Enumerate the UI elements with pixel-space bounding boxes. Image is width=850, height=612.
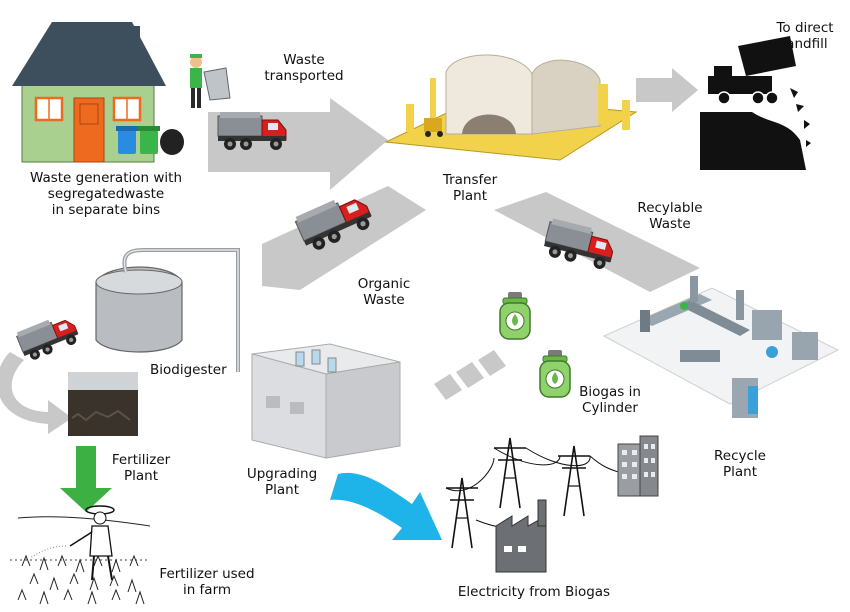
- arrow-to-landfill: [636, 68, 698, 112]
- label-recyclable-waste: Recylable Waste: [637, 200, 703, 232]
- factory-icon: [495, 499, 547, 573]
- label-recycle-plant: Recycle Plant: [714, 448, 766, 480]
- transfer-plant-icon: [384, 54, 638, 161]
- worker-icon: [190, 54, 231, 108]
- label-fertilizer-used: Fertilizer used in farm: [159, 566, 255, 598]
- label-waste-generation: Waste generation with segregatedwaste in…: [29, 170, 183, 218]
- building-icon: [617, 435, 659, 497]
- label-organic-waste: Organic Waste: [357, 276, 411, 308]
- label-transfer-plant: Transfer Plant: [442, 172, 498, 204]
- farmer-icon: [10, 505, 151, 605]
- upgrading-plant-icon: [251, 343, 401, 459]
- arrow-to-fertilizer-plant: [0, 352, 72, 434]
- label-biogas-cylinder: Biogas in Cylinder: [579, 384, 641, 416]
- label-upgrading-plant: Upgrading Plant: [246, 466, 318, 498]
- fertilizer-pile-icon: [68, 372, 138, 436]
- waste-bin-icon: [116, 126, 184, 155]
- landfill-truck-icon: [700, 36, 811, 170]
- chevrons-to-biogas: [434, 350, 506, 400]
- label-waste-transported: Waste transported: [264, 52, 344, 84]
- recycle-plant-icon: [602, 276, 840, 418]
- organic-waste-road: [262, 186, 426, 290]
- arrow-to-electricity: [330, 472, 442, 540]
- truck-icon: [14, 311, 82, 364]
- label-electricity: Electricity from Biogas: [457, 584, 611, 600]
- gas-cylinder-icon: [499, 291, 531, 340]
- label-to-landfill: To direct landfill: [776, 20, 834, 52]
- gas-cylinder-icon: [539, 349, 571, 398]
- biodigester-tank-icon: [95, 248, 240, 372]
- label-biodigester: Biodigester: [150, 362, 227, 378]
- label-fertilizer-plant: Fertilizer Plant: [111, 452, 171, 484]
- arrow-to-farm: [60, 446, 112, 512]
